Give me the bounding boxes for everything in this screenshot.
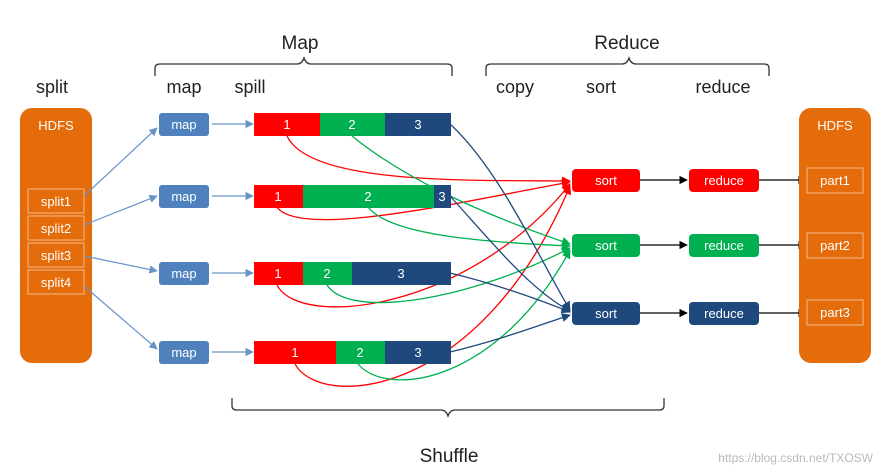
reduce-box-label: reduce xyxy=(704,306,744,321)
split-box-2: split2 xyxy=(27,215,85,241)
spill-segment-label: 2 xyxy=(348,117,355,132)
map-box-label: map xyxy=(171,345,196,360)
shuffle-curve-red-2 xyxy=(276,178,571,221)
shuffle-curve-navy-1 xyxy=(449,123,571,311)
part-label: part3 xyxy=(820,305,850,320)
spill-segment-label: 3 xyxy=(397,266,404,281)
spill-segment-label: 3 xyxy=(414,117,421,132)
right-hdfs-block: HDFS part1 part2 part3 xyxy=(799,108,871,363)
reduce-phase-label: Reduce xyxy=(594,33,660,54)
split-box-4: split4 xyxy=(27,269,85,295)
left-hdfs-block: HDFS split1 split2 split3 split4 xyxy=(20,108,92,363)
sort-column-label: sort xyxy=(586,77,616,97)
spill-segment-label: 1 xyxy=(291,345,298,360)
reduce-box-label: reduce xyxy=(704,173,744,188)
part-label: part1 xyxy=(820,173,850,188)
spill-column-label: spill xyxy=(234,77,265,97)
map-box-label: map xyxy=(171,266,196,281)
shuffle-brace xyxy=(231,398,665,419)
split-to-map-arrows xyxy=(83,127,158,350)
split-label: split4 xyxy=(41,275,71,290)
copy-column-label: copy xyxy=(496,77,534,97)
spill-segment-label: 1 xyxy=(274,189,281,204)
shuffle-curve-red-1 xyxy=(286,135,571,186)
split-box-1: split1 xyxy=(27,188,85,214)
part-label: part2 xyxy=(820,238,850,253)
map-phase-label: Map xyxy=(282,33,319,54)
spill-segment-label: 1 xyxy=(274,266,281,281)
reduce-box-label: reduce xyxy=(704,238,744,253)
spill-segment-label: 2 xyxy=(364,189,371,204)
split-column-label: split xyxy=(36,77,68,97)
reduce-box-navy: reduce xyxy=(689,302,759,325)
split-label: split3 xyxy=(41,248,71,263)
watermark: https://blog.csdn.net/TXOSW xyxy=(718,451,873,465)
shuffle-curve-red-4 xyxy=(294,185,572,387)
map-box-2: map xyxy=(159,185,209,208)
map-box-label: map xyxy=(171,189,196,204)
sort-to-reduce-arrows xyxy=(640,175,688,318)
shuffle-label: Shuffle xyxy=(420,446,479,467)
split-label: split1 xyxy=(41,194,71,209)
reduce-box-green: reduce xyxy=(689,234,759,257)
map-to-spill-arrows xyxy=(212,119,254,357)
shuffle-curve-navy-4 xyxy=(449,313,571,353)
right-hdfs-title: HDFS xyxy=(817,118,853,133)
sort-box-green: sort xyxy=(572,234,640,257)
shuffle-curve-navy-2 xyxy=(449,195,571,312)
spill-bar-2: 1 2 3 xyxy=(254,185,451,208)
spill-segment-label: 1 xyxy=(283,117,290,132)
reduce-box-red: reduce xyxy=(689,169,759,192)
shuffle-curve-navy-3 xyxy=(449,272,571,314)
map-box-label: map xyxy=(171,117,196,132)
spill-bar-4: 1 2 3 xyxy=(254,341,451,364)
spill-segment-label: 3 xyxy=(414,345,421,360)
sort-box-label: sort xyxy=(595,173,617,188)
shuffle-connections xyxy=(276,123,572,387)
spill-segment-label: 2 xyxy=(323,266,330,281)
reduce-column-label: reduce xyxy=(695,77,750,97)
sort-box-label: sort xyxy=(595,238,617,253)
spill-segment-label: 2 xyxy=(356,345,363,360)
spill-bar-3: 1 2 3 xyxy=(254,262,451,285)
spill-segment-label: 3 xyxy=(438,189,445,204)
map-box-4: map xyxy=(159,341,209,364)
sort-box-navy: sort xyxy=(572,302,640,325)
part-box-1: part1 xyxy=(806,167,864,194)
map-column-label: map xyxy=(166,77,201,97)
split-label: split2 xyxy=(41,221,71,236)
shuffle-curve-green-3 xyxy=(326,247,571,304)
shuffle-curve-green-2 xyxy=(367,206,571,251)
part-box-3: part3 xyxy=(806,299,864,326)
left-hdfs-title: HDFS xyxy=(38,118,74,133)
shuffle-curve-green-4 xyxy=(357,249,571,381)
map-brace xyxy=(154,55,453,76)
map-box-1: map xyxy=(159,113,209,136)
map-box-3: map xyxy=(159,262,209,285)
reduce-brace xyxy=(485,55,770,76)
split-box-3: split3 xyxy=(27,242,85,268)
sort-box-label: sort xyxy=(595,306,617,321)
reduce-to-part-arrows xyxy=(759,175,807,318)
part-box-2: part2 xyxy=(806,232,864,259)
sort-box-red: sort xyxy=(572,169,640,192)
spill-bar-1: 1 2 3 xyxy=(254,113,451,136)
